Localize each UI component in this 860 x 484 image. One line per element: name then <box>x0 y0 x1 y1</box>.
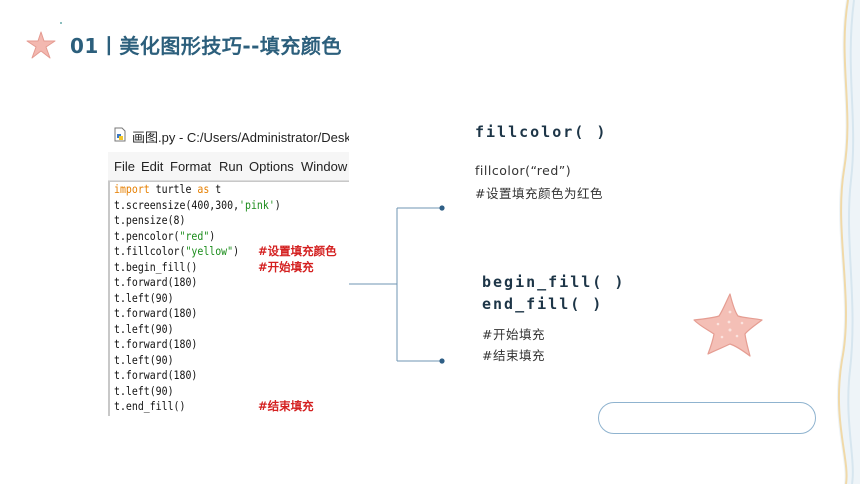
menu-format[interactable]: Format <box>170 159 212 174</box>
menu-run[interactable]: Run <box>219 159 243 174</box>
starfish-icon <box>26 31 56 59</box>
end-fill-heading: end_fill( ) <box>482 295 604 313</box>
menu-window[interactable]: Window <box>301 159 348 174</box>
code-comment: #开始填充 <box>258 259 314 274</box>
fillcolor-code: fillcolor(“red”) <box>475 163 572 178</box>
starfish-icon <box>693 293 763 357</box>
code-line: t.pencolor("red") <box>114 228 216 243</box>
decorative-pill-box <box>598 402 816 434</box>
wave-decoration <box>836 0 860 484</box>
code-line: t.forward(180) <box>114 337 198 351</box>
idle-window-title: 画图.py - C:/Users/Administrator/Desktop/画 <box>132 130 349 145</box>
python-file-icon <box>114 127 126 142</box>
fillcolor-desc: #设置填充颜色为红色 <box>475 186 603 201</box>
code-line: t.left(90) <box>114 290 174 305</box>
code-line: t.forward(180) <box>114 306 198 320</box>
code-line: t.screensize(400,300,'pink') <box>114 197 281 212</box>
begin-fill-desc: #开始填充 <box>482 327 545 342</box>
idle-title-bar: 画图.py - C:/Users/Administrator/Desktop/画 <box>108 118 349 152</box>
menu-options[interactable]: Options <box>249 159 294 174</box>
code-line: t.forward(180) <box>114 368 198 382</box>
fillcolor-heading: fillcolor( ) <box>475 123 608 141</box>
menu-file[interactable]: File <box>114 159 135 174</box>
slide-title: 01丨美化图形技巧--填充颜色 <box>70 34 342 58</box>
code-line: t.left(90) <box>114 321 174 336</box>
idle-editor-screenshot: 画图.py - C:/Users/Administrator/Desktop/画… <box>108 118 349 416</box>
code-comment: #设置填充颜色 <box>258 244 337 258</box>
code-line: t.forward(180) <box>114 275 198 289</box>
code-comment: #结束填充 <box>258 399 314 413</box>
code-line: t.pensize(8) <box>114 213 186 227</box>
bracket-connector <box>349 205 445 364</box>
code-line: t.left(90) <box>114 352 174 367</box>
code-line: t.left(90) <box>114 383 174 398</box>
decor-dot <box>60 22 62 24</box>
begin-fill-heading: begin_fill( ) <box>482 273 626 291</box>
menu-edit[interactable]: Edit <box>141 159 164 174</box>
code-line: t.end_fill() <box>114 399 186 413</box>
code-line: import turtle as t <box>114 182 222 196</box>
idle-menu-bar: File Edit Format Run Options Window <box>108 152 349 181</box>
code-line: t.fillcolor("yellow") <box>114 244 240 258</box>
code-area: import turtle as t t.screensize(400,300,… <box>108 181 349 416</box>
end-fill-desc: #结束填充 <box>482 348 545 363</box>
code-line: t.begin_fill() <box>114 259 198 274</box>
